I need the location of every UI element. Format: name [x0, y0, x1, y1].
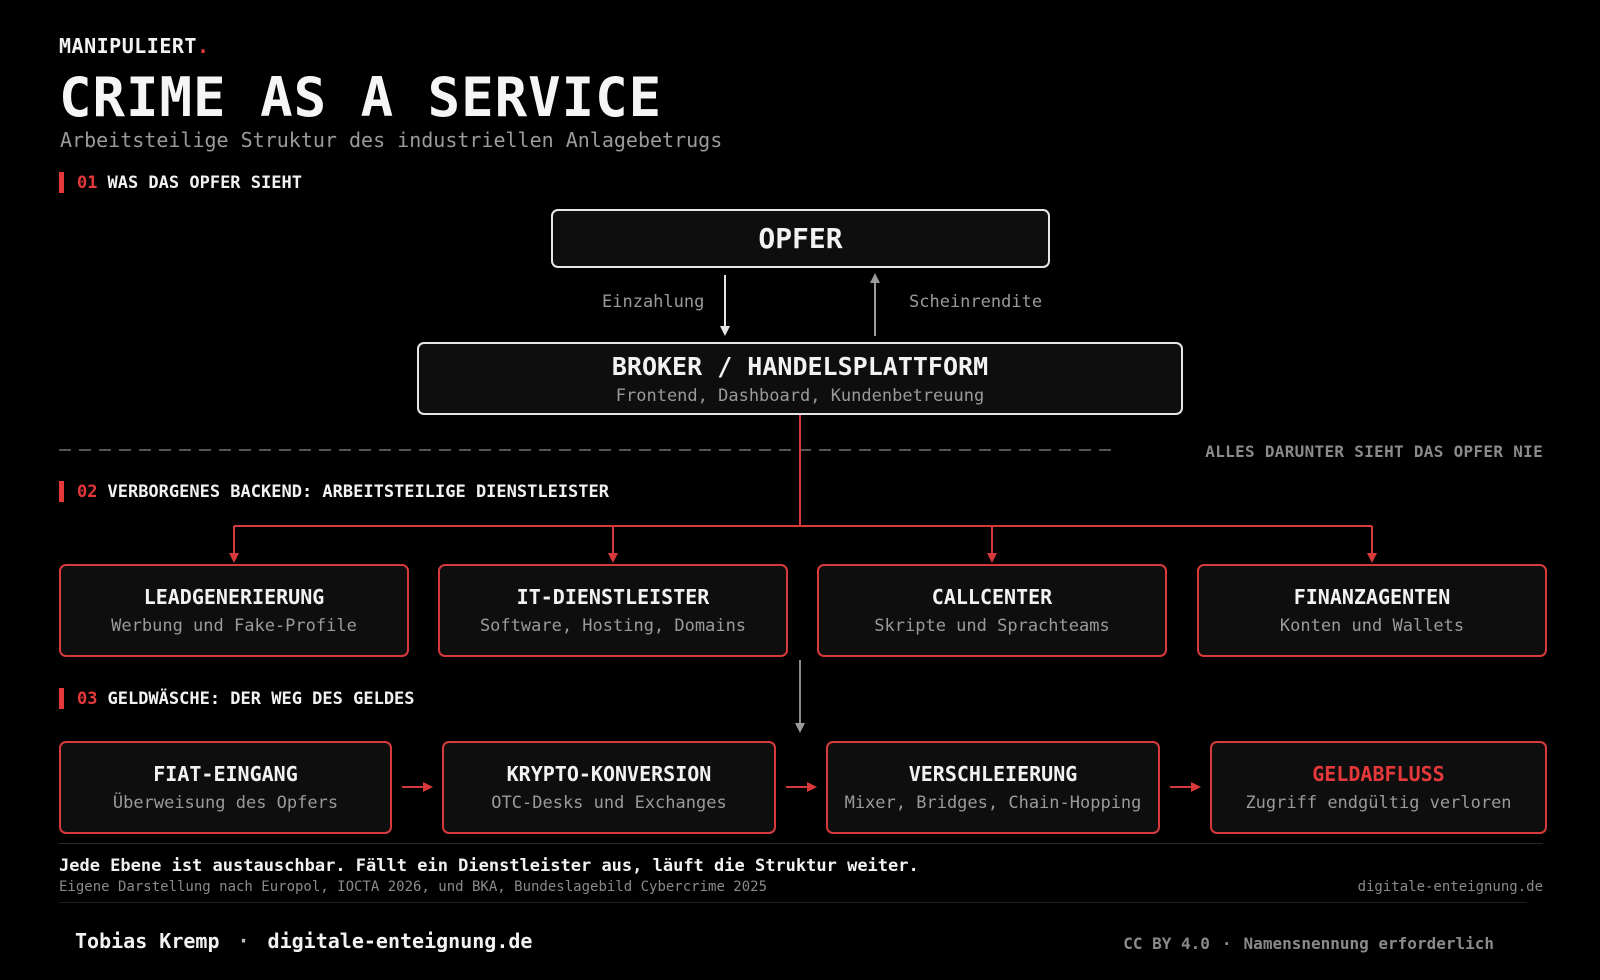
laundering-box-obfuscation: VERSCHLEIERUNG Mixer, Bridges, Chain-Hop… [826, 741, 1160, 834]
section-label: VERBORGENES BACKEND: ARBEITSTEILIGE DIEN… [107, 481, 609, 502]
section-number: 01 [77, 172, 98, 193]
author-separator: · [237, 929, 250, 953]
section-label: GELDWÄSCHE: DER WEG DES GELDES [107, 688, 415, 709]
laundering-subtitle: Überweisung des Opfers [112, 793, 339, 813]
laundering-title: FIAT-EINGANG [153, 762, 298, 786]
broker-box: BROKER / HANDELSPLATTFORM Frontend, Dash… [417, 342, 1183, 415]
laundering-subtitle: OTC-Desks und Exchanges [491, 793, 727, 813]
deposit-label: Einzahlung [602, 292, 705, 312]
victim-box: OPFER [551, 209, 1050, 268]
victim-title: OPFER [758, 222, 843, 255]
brand-logo: MANIPULIERT. [59, 34, 210, 58]
provider-box-finance: FINANZAGENTEN Konten und Wallets [1197, 564, 1547, 657]
footer-divider [59, 843, 1543, 844]
license-info: CC BY 4.0 · Namensnennung erforderlich [1123, 934, 1494, 953]
footer-source: Eigene Darstellung nach Europol, IOCTA 2… [59, 879, 768, 895]
laundering-box-fiat: FIAT-EINGANG Überweisung des Opfers [59, 741, 392, 834]
license-note: Namensnennung erforderlich [1243, 934, 1494, 953]
author-site-link[interactable]: digitale-enteignung.de [267, 929, 533, 953]
laundering-title: VERSCHLEIERUNG [908, 762, 1078, 786]
provider-title: FINANZAGENTEN [1293, 585, 1451, 609]
provider-subtitle: Software, Hosting, Domains [479, 616, 747, 636]
visibility-note: ALLES DARUNTER SIEHT DAS OPFER NIE [1205, 442, 1543, 461]
laundering-title: GELDABFLUSS [1312, 762, 1445, 786]
provider-title: LEADGENERIERUNG [143, 585, 325, 609]
broker-subtitle: Frontend, Dashboard, Kundenbetreuung [615, 385, 985, 406]
footer-site-link[interactable]: digitale-enteignung.de [1357, 879, 1543, 895]
provider-subtitle: Skripte und Sprachteams [874, 616, 1110, 636]
footer-statement: Jede Ebene ist austauschbar. Fällt ein D… [59, 856, 919, 876]
laundering-box-outflow: GELDABFLUSS Zugriff endgültig verloren [1210, 741, 1547, 834]
page-title: CRIME AS A SERVICE [59, 66, 663, 129]
section-number: 03 [77, 688, 98, 709]
section-number: 02 [77, 481, 98, 502]
provider-box-it: IT-DIENSTLEISTER Software, Hosting, Doma… [438, 564, 788, 657]
page-subtitle: Arbeitsteilige Struktur des industrielle… [60, 128, 723, 152]
provider-subtitle: Konten und Wallets [1279, 616, 1465, 636]
license-separator: · [1221, 934, 1232, 953]
laundering-subtitle: Mixer, Bridges, Chain-Hopping [844, 793, 1142, 813]
section-marker [59, 481, 64, 502]
section-heading-01: 01 WAS DAS OPFER SIEHT [59, 172, 302, 193]
provider-subtitle: Werbung und Fake-Profile [111, 616, 357, 636]
section-label: WAS DAS OPFER SIEHT [107, 172, 302, 193]
provider-title: CALLCENTER [931, 585, 1053, 609]
fake-return-label: Scheinrendite [909, 292, 1043, 312]
laundering-subtitle: Zugriff endgültig verloren [1245, 793, 1512, 813]
credit-divider [59, 902, 1527, 903]
section-marker [59, 688, 64, 709]
broker-title: BROKER / HANDELSPLATTFORM [611, 351, 989, 381]
laundering-title: KRYPTO-KONVERSION [506, 762, 712, 786]
provider-title: IT-DIENSTLEISTER [516, 585, 710, 609]
provider-box-callcenter: CALLCENTER Skripte und Sprachteams [817, 564, 1167, 657]
section-heading-02: 02 VERBORGENES BACKEND: ARBEITSTEILIGE D… [59, 481, 609, 502]
section-marker [59, 172, 64, 193]
author-name: Tobias Kremp [75, 929, 220, 953]
section-heading-03: 03 GELDWÄSCHE: DER WEG DES GELDES [59, 688, 415, 709]
laundering-box-crypto: KRYPTO-KONVERSION OTC-Desks und Exchange… [442, 741, 776, 834]
author-credit: Tobias Kremp · digitale-enteignung.de [75, 929, 532, 953]
license-name: CC BY 4.0 [1123, 934, 1210, 953]
provider-box-leadgen: LEADGENERIERUNG Werbung und Fake-Profile [59, 564, 409, 657]
